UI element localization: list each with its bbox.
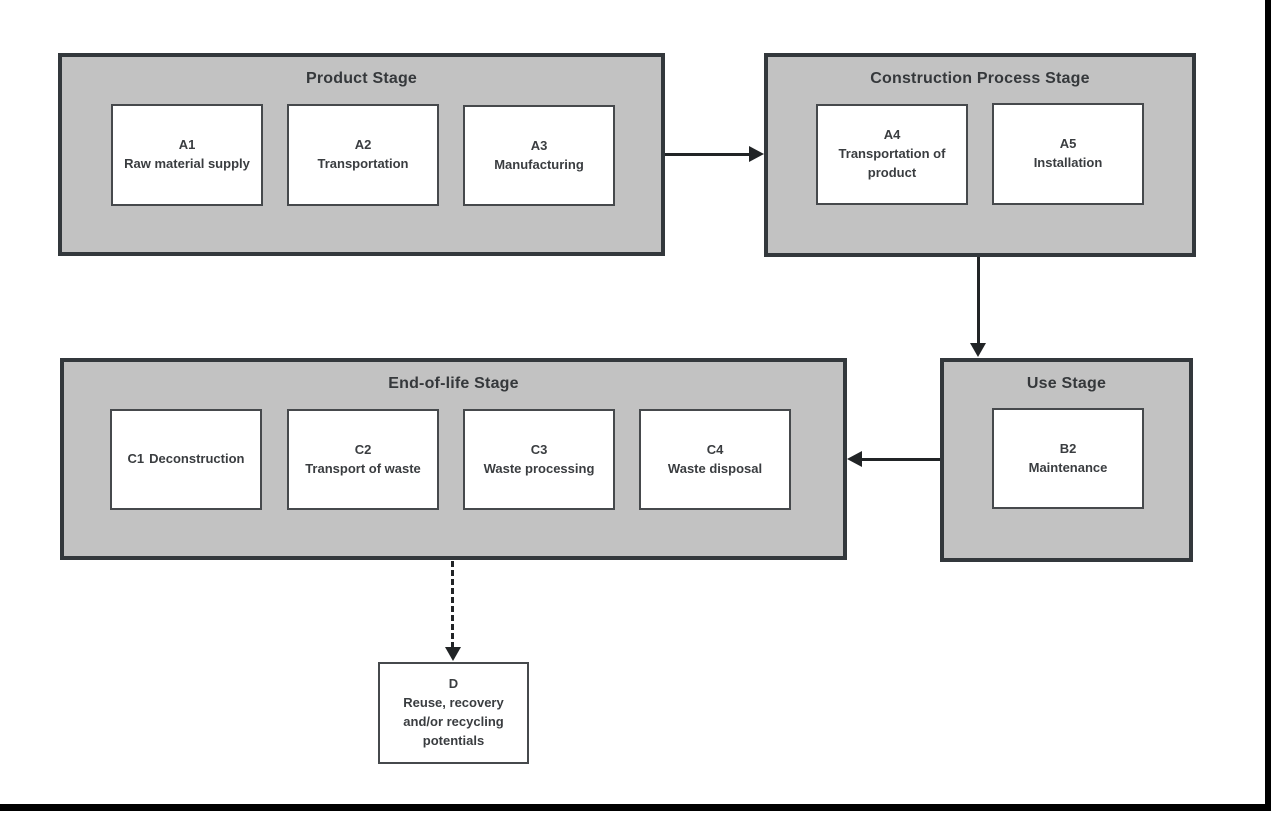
box-a2-label: Transportation — [317, 156, 409, 171]
box-a1-code: A1 — [178, 137, 196, 153]
box-c3-code: C3 — [530, 441, 548, 457]
box-d-label: Reuse, recovery and/or recycling potenti… — [403, 695, 504, 748]
arrow-use-to-end-of-life-line — [861, 458, 940, 461]
box-a5-label: Installation — [1033, 155, 1103, 170]
product-stage-title: Product Stage — [305, 70, 418, 87]
box-c4-label: Waste disposal — [667, 460, 763, 476]
box-a5-installation: A5 Installation — [992, 103, 1144, 205]
arrow-construction-to-use-head-icon — [970, 343, 986, 357]
use-stage-container: Use Stage B2 Maintenance — [940, 358, 1193, 562]
box-a1-raw-material-supply: A1 Raw material supply — [111, 104, 263, 206]
box-a3-manufacturing: A3 Manufacturing — [463, 105, 615, 206]
box-c1-label: Deconstruction — [149, 451, 245, 467]
box-c4-code: C4 — [706, 441, 724, 457]
arrow-end-of-life-to-d-dashed-line — [451, 561, 454, 648]
box-c2-code: C2 — [354, 441, 372, 457]
box-c3-waste-processing: C3 Waste processing — [463, 409, 615, 510]
box-a4-code: A4 — [883, 127, 901, 143]
arrow-end-of-life-to-d-head-icon — [445, 647, 461, 661]
arrow-product-to-construction-line — [665, 153, 751, 156]
box-a3-label: Manufacturing — [494, 156, 584, 172]
box-c1-code: C1 — [127, 451, 145, 467]
box-c2-transport-of-waste: C2 Transport of waste — [287, 409, 439, 510]
box-a4-label: Transportation of product — [838, 146, 946, 180]
arrow-product-to-construction-head-icon — [749, 146, 764, 162]
box-c3-label: Waste processing — [483, 460, 595, 476]
box-c2-label: Transport of waste — [305, 460, 421, 476]
box-a1-label: Raw material supply — [124, 156, 250, 171]
box-a3-code: A3 — [530, 137, 548, 153]
arrow-construction-to-use-line — [977, 257, 980, 345]
box-b2-label: Maintenance — [1028, 459, 1108, 475]
box-b2-code: B2 — [1059, 440, 1077, 456]
frame-right-border — [1265, 0, 1271, 811]
box-d-reuse-recovery-recycling-potentials: D Reuse, recovery and/or recycling poten… — [378, 662, 529, 764]
frame-bottom-border — [0, 804, 1271, 811]
box-c4-waste-disposal: C4 Waste disposal — [639, 409, 791, 510]
box-a4-transportation-of-product: A4 Transportation of product — [816, 104, 968, 205]
construction-process-stage-container: Construction Process Stage A4 Transporta… — [764, 53, 1196, 257]
end-of-life-stage-title: End-of-life Stage — [388, 375, 519, 392]
box-a2-transportation: A2 Transportation — [287, 104, 439, 206]
box-b2-maintenance: B2 Maintenance — [992, 408, 1144, 509]
construction-process-stage-title: Construction Process Stage — [870, 70, 1090, 87]
box-a2-code: A2 — [354, 137, 372, 153]
arrow-use-to-end-of-life-head-icon — [847, 451, 862, 467]
box-d-code: D — [448, 676, 459, 692]
product-stage-container: Product Stage A1 Raw material supply A2 … — [58, 53, 665, 256]
use-stage-title: Use Stage — [1026, 375, 1107, 392]
box-a5-code: A5 — [1059, 136, 1077, 152]
